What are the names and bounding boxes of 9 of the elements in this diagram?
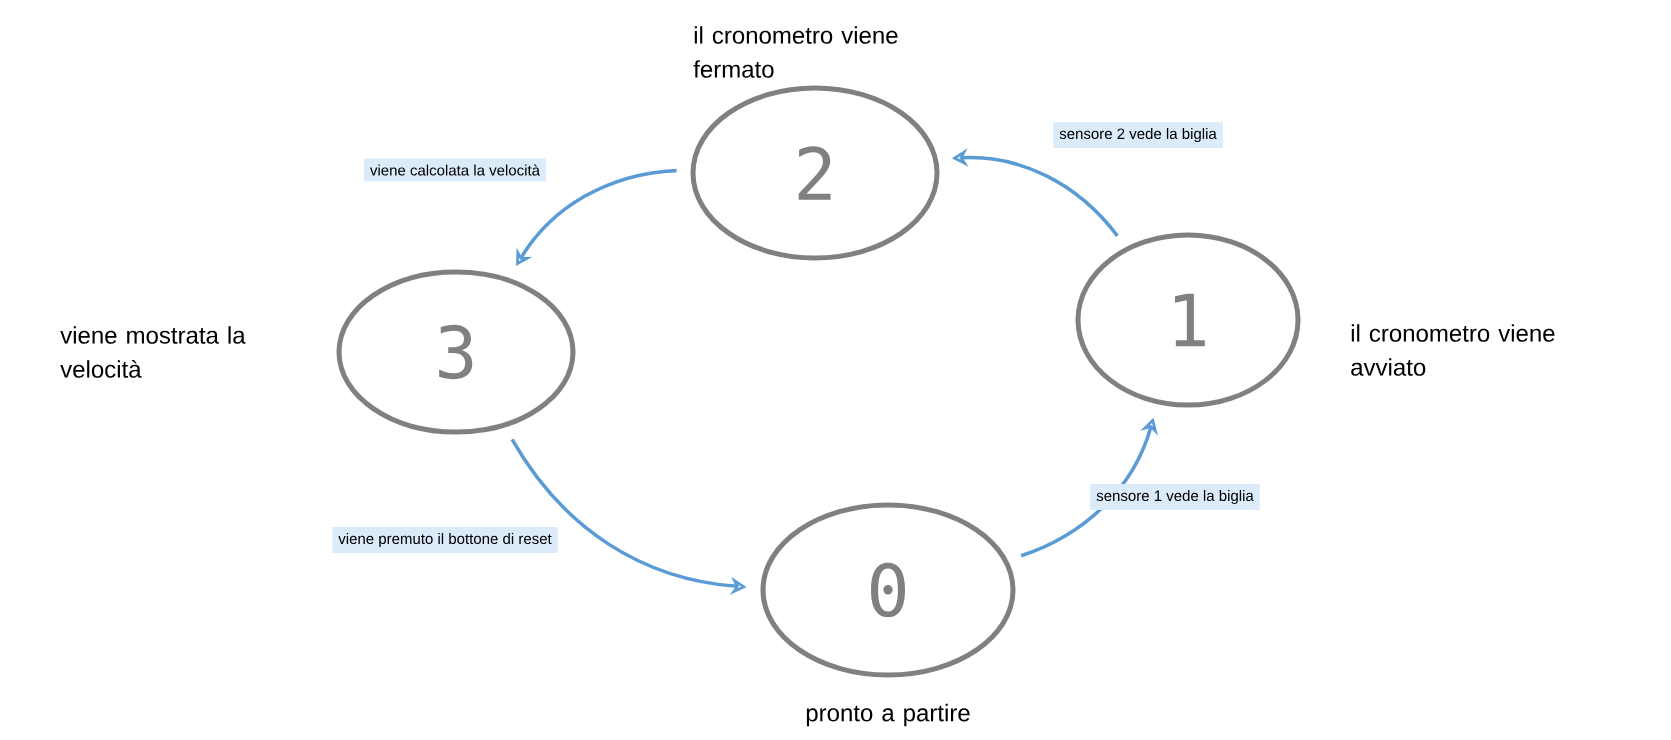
edge-label: viene calcolata la velocità bbox=[363, 158, 547, 182]
arrow bbox=[516, 168, 677, 266]
state-caption: pronto a partire bbox=[806, 703, 970, 727]
edge-label: sensore 2 vede la biglia bbox=[1053, 122, 1223, 148]
state-caption: il cronometro viene avviato bbox=[1351, 324, 1555, 376]
state-caption: il cronometro viene fermato bbox=[693, 26, 898, 78]
edge-label: viene premuto il bottone di reset bbox=[332, 527, 558, 553]
edge-label: sensore 1 vede la biglia bbox=[1090, 484, 1260, 510]
state-caption: viene mostrata la velocità bbox=[60, 326, 246, 378]
